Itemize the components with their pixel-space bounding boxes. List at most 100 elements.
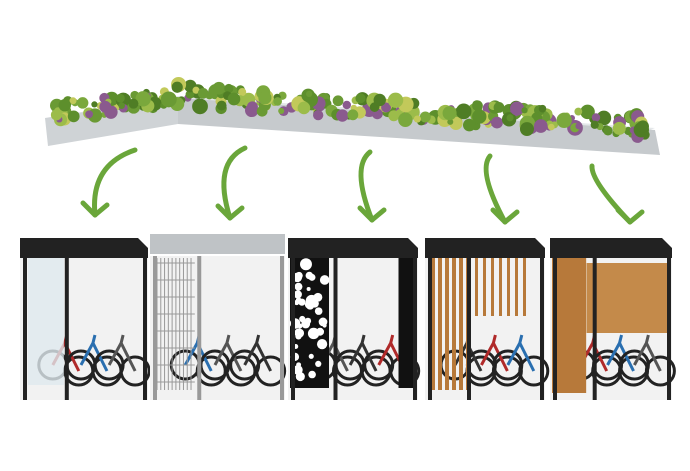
shelter-wood-panel (550, 238, 676, 400)
roof-canopy (288, 238, 418, 258)
plant (128, 98, 139, 109)
shelter-wood-slats (425, 238, 550, 400)
frame-post (592, 256, 597, 400)
wood-slat-back (483, 256, 486, 316)
plant (185, 90, 195, 99)
plant (355, 93, 366, 104)
cutout (295, 333, 302, 340)
plant (115, 93, 125, 103)
plant (603, 126, 613, 136)
wood-slat (452, 256, 456, 390)
frame-post (143, 256, 147, 400)
wood-slat-back (515, 256, 518, 316)
frame-post (291, 256, 295, 400)
wood-slat (459, 256, 463, 390)
cutout (311, 299, 317, 305)
plant (216, 100, 227, 111)
plant (160, 91, 177, 108)
plant (419, 111, 431, 123)
plant (212, 81, 226, 95)
plant (381, 102, 392, 113)
arrows (80, 145, 645, 225)
bike-frame (107, 334, 137, 372)
bike-wheel (644, 355, 676, 387)
bike-frame (213, 334, 243, 372)
cutout (306, 286, 311, 292)
cutout (319, 275, 330, 285)
plant (297, 101, 311, 115)
plant (575, 122, 583, 130)
arrow-head (615, 207, 645, 225)
roof-canopy (20, 238, 148, 258)
plant (547, 123, 555, 131)
wood-slat-back (499, 256, 502, 316)
frame-post (553, 256, 557, 400)
arrow-shaft (221, 145, 248, 221)
wood-slat (431, 256, 435, 390)
plant (596, 110, 612, 126)
plant (171, 81, 183, 93)
plant (76, 97, 89, 109)
plant (91, 101, 98, 108)
wood-slat-back (523, 256, 526, 316)
plant (67, 110, 80, 123)
plant (449, 116, 463, 130)
plant (238, 88, 247, 97)
roof-canopy (425, 238, 545, 258)
plant (278, 107, 285, 114)
frame-post (64, 256, 69, 400)
cutout (308, 370, 316, 379)
frame-post (428, 256, 432, 400)
arrow-head (215, 203, 245, 221)
plant (387, 92, 404, 108)
roof-vegetation (50, 76, 650, 143)
plant (580, 104, 595, 120)
plant (538, 104, 547, 113)
cutout (314, 307, 323, 315)
plant (521, 107, 528, 114)
frame-post (467, 256, 471, 400)
arrow-shaft (483, 153, 508, 225)
plant (491, 116, 503, 129)
roof-canopy (550, 238, 672, 258)
arrow-shaft (92, 147, 138, 218)
plant (506, 114, 514, 122)
plant (556, 112, 572, 128)
plant (347, 109, 359, 121)
wood-back-panel (586, 263, 670, 333)
cutout (305, 271, 314, 280)
bike-wheel (518, 355, 550, 387)
plant (574, 107, 583, 116)
cutout (295, 297, 302, 304)
bike-wheel (119, 355, 151, 387)
cutout (322, 323, 327, 328)
cutout (315, 360, 322, 367)
arrow-shaft (358, 149, 375, 223)
bike-frame (79, 334, 109, 372)
laser-cut-panel (398, 256, 417, 388)
frame-post (333, 256, 338, 400)
plant (99, 100, 112, 113)
arrow-head (490, 207, 520, 225)
plant (85, 110, 93, 119)
plant (58, 99, 71, 112)
shelter-glass (20, 238, 151, 400)
cutout (316, 327, 325, 336)
frame-post (280, 256, 284, 400)
arrow-head (357, 205, 387, 223)
plant (472, 109, 487, 124)
plant (192, 86, 200, 94)
cutout (308, 353, 314, 359)
frame-post (540, 256, 544, 400)
plant (205, 91, 214, 100)
roof-slab-front-right (178, 98, 660, 155)
plant (273, 97, 282, 106)
cutout (293, 365, 303, 375)
plant (118, 102, 125, 109)
plant (462, 118, 476, 132)
plant (413, 115, 421, 123)
plant (510, 101, 525, 116)
bike-frame (243, 334, 272, 372)
bike-frame (606, 334, 635, 372)
